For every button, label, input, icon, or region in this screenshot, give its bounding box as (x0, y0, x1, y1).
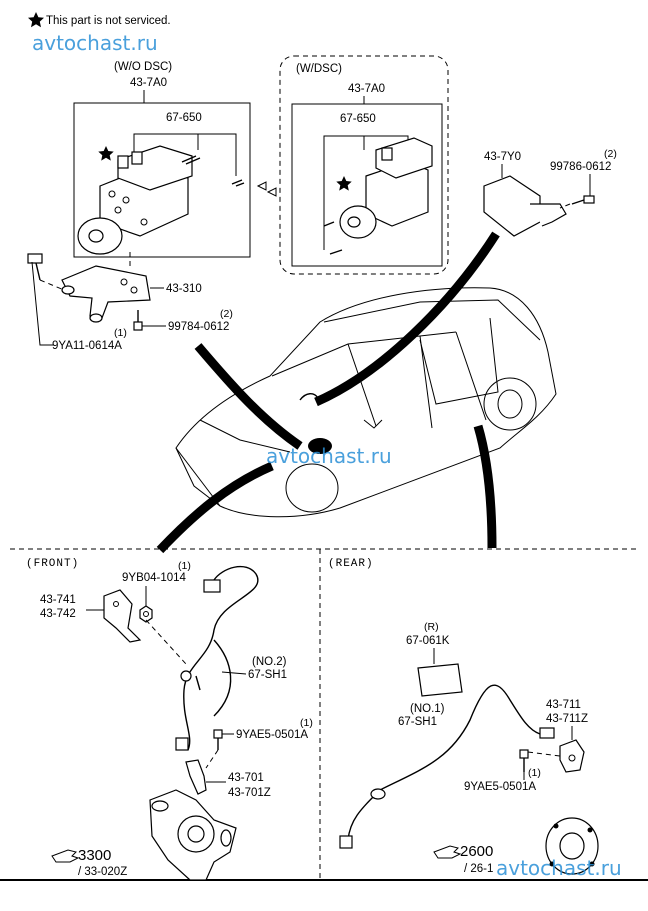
rear-hub-icon (545, 817, 599, 875)
front-harness-no: (NO.2) (252, 656, 287, 668)
front-wheel-sensor-icon (185, 759, 207, 795)
screw-icon (133, 310, 143, 331)
sensor-cover-icon (103, 589, 142, 643)
variant-w-dsc: (W/DSC) (296, 63, 342, 75)
cu-screw-label: 99786-0612 (550, 161, 611, 173)
front-nut-qty: (1) (178, 560, 191, 572)
control-unit-group: 43-7Y0 (2) 99786-0612 (483, 148, 617, 237)
front-bolt-label: 9YAE5-0501A (236, 729, 308, 741)
screw-qty: (2) (220, 308, 233, 320)
star-icon (28, 12, 44, 28)
hydraulic-unit-icon (77, 145, 245, 255)
front-bolt-qty: (1) (300, 717, 313, 729)
front-sensor-b: 43-701Z (228, 787, 271, 799)
vehicle-outline (175, 287, 557, 518)
rear-label-part: 67-061K (406, 635, 450, 647)
bolt-label: 9YA11-0614A (52, 340, 122, 352)
variant-wo-dsc: (W/O DSC) (114, 61, 172, 73)
rear-wheel-sensor-icon (559, 739, 585, 773)
ref-hand-icon (51, 849, 80, 863)
watermark-middle: avtochast.ru (266, 444, 392, 468)
front-nut-label: 9YB04-1014 (122, 572, 187, 584)
leader-abs (194, 343, 303, 450)
caution-label-icon (417, 663, 463, 697)
watermark-bottom: avtochast.ru (496, 856, 622, 880)
nut-icon (139, 605, 153, 623)
bolt-icon (213, 729, 223, 750)
bracket-label: 43-310 (166, 283, 202, 295)
control-unit-label: 43-7Y0 (484, 151, 521, 163)
front-harness-icon (175, 565, 259, 751)
cu-screw-qty: (2) (604, 148, 617, 160)
front-harness-label: 67-SH1 (248, 669, 287, 681)
ref-hand-icon (433, 845, 462, 859)
w-dsc-frame (279, 55, 449, 275)
steering-knuckle-icon (149, 789, 237, 881)
leader-control-unit (314, 231, 500, 407)
abs-frame-dsc (291, 103, 443, 267)
abs-wo-dsc-group: (W/O DSC) 43-7A0 67-650 43-310 (27, 61, 251, 352)
abs-location-icon (308, 438, 332, 454)
abs-w-dsc-group: (W/DSC) 43-7A0 67-650 (279, 55, 449, 275)
bolt-icon (519, 749, 529, 772)
rear-ref-group: 2600 (460, 843, 493, 860)
rear-harness-no: (NO.1) (410, 703, 445, 715)
rear-section: (REAR) (R) 67-061K (NO.1) 67-SH1 43-711 … (328, 558, 599, 875)
valve-label: 67-650 (166, 112, 202, 124)
rear-ref-sub: / 26-1 (464, 863, 493, 875)
svg-text:This part is not serviced.: This part is not serviced. (46, 15, 171, 27)
watermark-top: avtochast.ru (32, 31, 158, 55)
leader-front (156, 461, 274, 554)
front-ref-group: 3300 (78, 847, 111, 864)
front-cover-b: 43-742 (40, 608, 76, 620)
rear-sensor-b: 43-711Z (546, 713, 588, 725)
abs-unit-label: 43-7A0 (130, 77, 167, 89)
rear-harness-icon (339, 684, 555, 849)
control-module-icon (483, 175, 567, 237)
screw-label: 99784-0612 (168, 321, 229, 333)
rear-label-qty: (R) (424, 621, 439, 633)
rear-harness-label: 67-SH1 (398, 716, 437, 728)
front-sensor-a: 43-701 (228, 772, 264, 784)
rear-sensor-a: 43-711 (546, 699, 581, 711)
star-icon (336, 176, 352, 191)
front-section: (FRONT) (1) 9YB04-1014 43-741 43-742 (NO… (26, 558, 313, 881)
bracket-icon (61, 265, 151, 323)
bolt-icon (27, 253, 43, 281)
screw-icon (571, 195, 595, 205)
not-serviced-note: This part is not serviced. (28, 12, 171, 28)
front-heading: (FRONT) (26, 558, 79, 570)
bolt-qty: (1) (114, 327, 127, 339)
front-cover-a: 43-741 (40, 594, 76, 606)
valve-label-dsc: 67-650 (340, 113, 376, 125)
front-ref-sub: / 33-020Z (78, 866, 127, 878)
abs-unit-label-dsc: 43-7A0 (348, 83, 385, 95)
rear-bolt-qty: (1) (528, 767, 541, 779)
abs-frame (73, 102, 251, 258)
star-icon (98, 146, 114, 161)
leader-rear (473, 424, 497, 549)
rear-heading: (REAR) (328, 558, 374, 570)
interchange-icon (256, 181, 277, 197)
rear-bolt-label: 9YAE5-0501A (464, 781, 536, 793)
hydraulic-unit-dsc-icon (323, 137, 433, 255)
